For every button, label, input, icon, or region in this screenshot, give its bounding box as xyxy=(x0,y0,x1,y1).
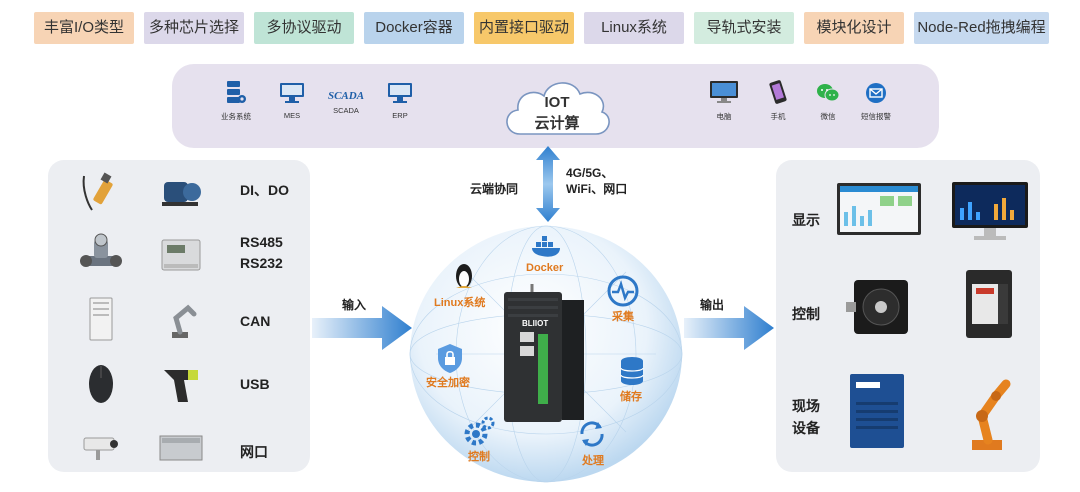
tag-chip-options: 多种芯片选择 xyxy=(144,12,244,44)
cloud-platform-bar: 业务系统 MES SCADA SCADA ERP IOT 云计算 xyxy=(172,64,939,148)
cloud-item-label: 手机 xyxy=(770,112,786,121)
io-label-usb: USB xyxy=(240,376,270,392)
output-arrow xyxy=(684,306,774,350)
cloud-item-mes: MES xyxy=(272,82,312,120)
collect-icon xyxy=(607,275,639,307)
monitor-screen-icon xyxy=(952,182,1028,240)
io-label-di-do: DI、DO xyxy=(240,182,289,198)
server-icon xyxy=(227,81,246,103)
sphere-label-storage: 储存 xyxy=(620,391,642,403)
control-gear-icon xyxy=(464,416,495,446)
industrial-robot-icon xyxy=(972,379,1011,450)
out-label-display: 显示 xyxy=(792,212,820,228)
monitor-icon xyxy=(280,83,304,103)
inverter-icon xyxy=(966,270,1012,338)
process-cycle-icon xyxy=(580,421,604,447)
docker-icon xyxy=(532,236,560,257)
plc-icon xyxy=(159,435,203,461)
cloud-item-label: SCADA xyxy=(333,106,359,115)
cloud-collab-label: 云端协同 xyxy=(470,182,519,196)
barcode-scanner-icon xyxy=(164,370,198,402)
monitor-icon xyxy=(388,83,412,103)
linux-icon xyxy=(456,264,472,288)
proximity-sensor-icon xyxy=(82,172,113,211)
servo-motor-icon xyxy=(846,280,908,334)
cloud-item-label: 业务系统 xyxy=(221,112,251,121)
mouse-icon xyxy=(89,365,113,403)
scada-logo: SCADA xyxy=(327,90,365,102)
out-label-field-line2: 设备 xyxy=(792,420,820,436)
motor-pump-icon xyxy=(162,182,201,206)
tag-din-rail: 导轨式安装 xyxy=(694,12,794,44)
output-label: 输出 xyxy=(700,298,725,312)
tag-modular: 模块化设计 xyxy=(804,12,904,44)
cabinet-icon xyxy=(89,297,113,341)
sphere-label-process: 处理 xyxy=(582,455,604,467)
io-label-rs232: RS232 xyxy=(240,255,283,271)
output-devices-panel: 显示 控制 现场 设备 xyxy=(776,160,1040,472)
input-arrow xyxy=(312,306,412,350)
tag-interface-drivers: 内置接口驱动 xyxy=(474,12,574,44)
io-label-can: CAN xyxy=(240,313,271,329)
air-compressor-icon xyxy=(850,374,904,448)
cloud-item-computer: 电脑 xyxy=(704,80,744,122)
sphere-label-docker: Docker xyxy=(526,262,564,274)
sphere-label-collect: 采集 xyxy=(612,311,634,323)
feature-tag-row: 丰富I/O类型 多种芯片选择 多协议驱动 Docker容器 内置接口驱动 Lin… xyxy=(34,12,1050,44)
cloud-item-scada: SCADA SCADA xyxy=(324,90,368,115)
cloud-item-label: ERP xyxy=(392,111,408,120)
cloud-item-phone: 手机 xyxy=(760,80,796,122)
cloud-item-wechat: 微信 xyxy=(810,82,846,122)
cloud-item-label: MES xyxy=(283,111,301,120)
sphere-label-security: 安全加密 xyxy=(426,377,470,389)
cloud-outline-icon xyxy=(506,82,610,135)
io-label-rs485: RS485 xyxy=(240,234,283,250)
tag-io-types: 丰富I/O类型 xyxy=(34,12,134,44)
tag-node-red: Node-Red拖拽编程 xyxy=(914,12,1049,44)
tag-docker: Docker容器 xyxy=(364,12,464,44)
iot-gateway-device: BLIIOT xyxy=(504,284,584,422)
out-label-field-line1: 现场 xyxy=(792,398,820,414)
iot-cloud: IOT 云计算 xyxy=(498,72,616,144)
cloud-title-line2: 云计算 xyxy=(534,115,580,132)
device-brand-text: BLIIOT xyxy=(522,319,548,328)
cloud-item-label: 微信 xyxy=(820,112,836,121)
sphere-label-control: 控制 xyxy=(468,451,490,463)
security-lock-icon xyxy=(438,344,462,373)
cloud-item-label: 短信报警 xyxy=(861,112,891,121)
cloud-item-erp: ERP xyxy=(380,82,420,120)
tag-protocol-drivers: 多协议驱动 xyxy=(254,12,354,44)
cloud-item-business-system: 业务系统 xyxy=(216,80,256,122)
out-label-control: 控制 xyxy=(792,306,820,322)
storage-icon xyxy=(620,357,644,385)
gateway-sphere: BLIIOT Docker Linux系统 采集 安全加密 储存 控制 xyxy=(406,222,686,486)
wechat-icon xyxy=(817,84,840,102)
io-label-ethernet: 网口 xyxy=(240,444,268,460)
phone-icon xyxy=(769,80,787,104)
tag-linux: Linux系统 xyxy=(584,12,684,44)
network-label-line2: WiFi、网口 xyxy=(566,182,628,196)
cloud-title-line1: IOT xyxy=(544,94,570,111)
electric-meter-icon xyxy=(161,239,201,271)
mail-icon xyxy=(866,83,886,103)
sphere-label-linux: Linux系统 xyxy=(434,297,486,309)
input-label: 输入 xyxy=(342,298,367,312)
flow-meter-icon xyxy=(80,233,122,267)
cloud-item-label: 电脑 xyxy=(716,112,732,121)
network-label-line1: 4G/5G、 xyxy=(566,166,614,180)
cloud-link-arrow xyxy=(536,146,560,222)
camera-icon xyxy=(83,437,118,460)
desktop-icon xyxy=(710,81,738,103)
cloud-item-sms-alarm: 短信报警 xyxy=(854,82,898,122)
dashboard-screen-icon xyxy=(837,183,921,235)
robot-arm-icon xyxy=(172,304,197,338)
input-devices-panel: DI、DO RS485 RS232 CAN USB xyxy=(48,160,310,472)
